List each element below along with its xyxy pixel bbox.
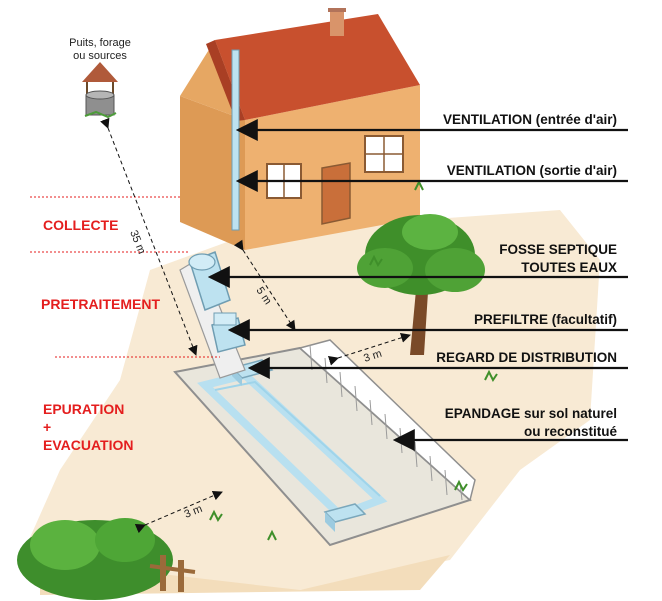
- label-ventilation-in: VENTILATION (entrée d'air): [443, 112, 617, 127]
- spreading-field: [173, 339, 476, 547]
- well-label-line2: ou sources: [73, 50, 127, 62]
- label-prefiltre: PREFILTRE (facultatif): [474, 312, 617, 327]
- distance-tree: 3 m: [362, 348, 383, 365]
- label-regard: REGARD DE DISTRIBUTION: [436, 350, 617, 365]
- label-ventilation-out: VENTILATION (sortie d'air): [447, 163, 617, 178]
- stage-pretraitement: PRETRAITEMENT: [41, 296, 160, 312]
- label-fosse-line1: FOSSE SEPTIQUE: [499, 242, 617, 257]
- hedge: [17, 518, 196, 600]
- well: [82, 62, 118, 119]
- dimension-lines: [100, 117, 411, 534]
- stage-collecte: COLLECTE: [43, 217, 118, 233]
- stage-evacuation: EVACUATION: [43, 437, 133, 453]
- label-epandage-line2: ou reconstitué: [524, 424, 618, 439]
- stage-plus: +: [43, 419, 51, 435]
- well-label-line1: Puits, forage: [69, 37, 131, 49]
- grass-tufts: [209, 179, 498, 541]
- label-fosse-line2: TOUTES EAUX: [521, 260, 617, 275]
- label-epandage-line1: EPANDAGE sur sol naturel: [445, 406, 617, 421]
- callout-arrows: [207, 119, 628, 451]
- stage-epuration: EPURATION: [43, 401, 124, 417]
